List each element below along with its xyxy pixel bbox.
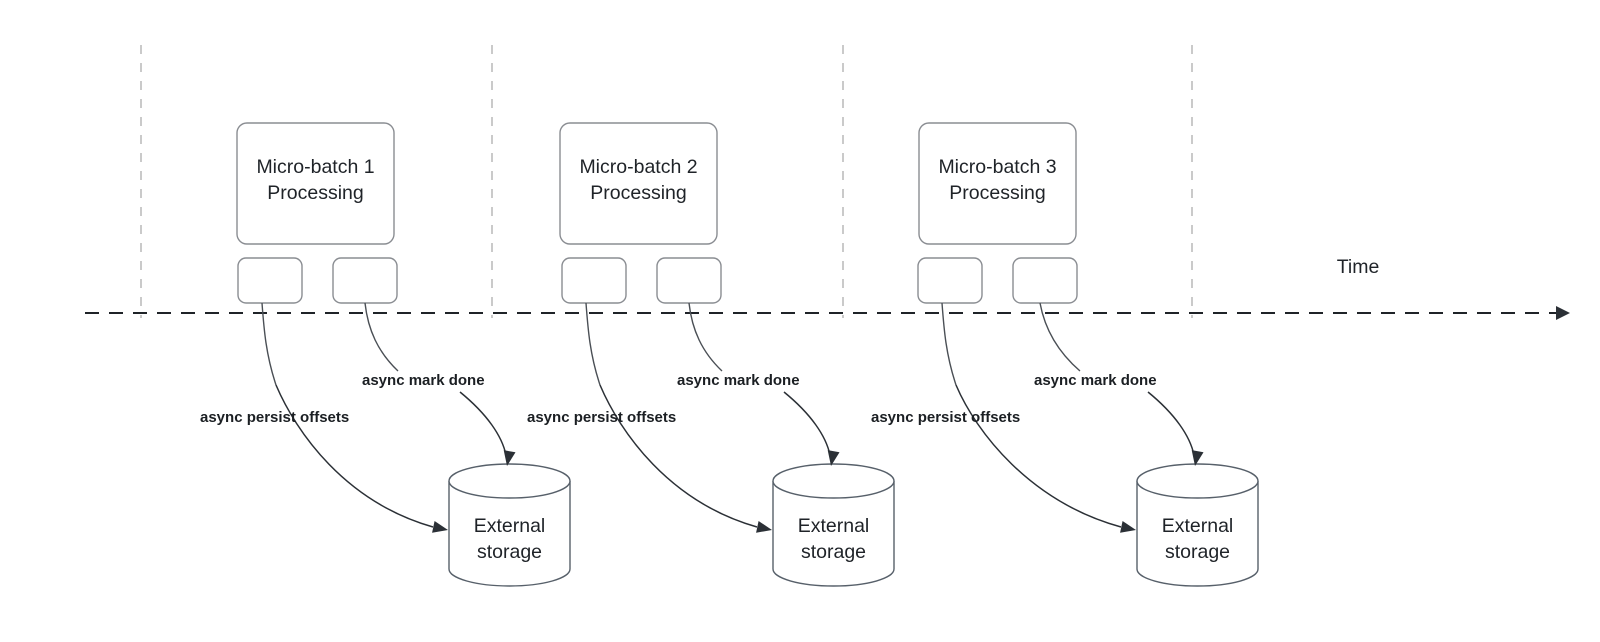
timeline-label-layer: Time (1337, 256, 1380, 278)
external-storage-cylinder-top (1136, 463, 1259, 499)
edge-persist-offsets-curve (599, 384, 758, 528)
edge-mark-done-curve (783, 391, 831, 456)
micro-batch-label-line2: Processing (590, 182, 686, 204)
edge-mark-done-label: async mark done (362, 372, 485, 389)
task-box-markdone[interactable] (656, 257, 722, 304)
micro-batch-processing-box[interactable] (236, 122, 395, 245)
edge-persist-offsets-stem (261, 302, 277, 386)
external-storage-label-line1: External (474, 515, 546, 537)
edge-persist-offsets-arrowhead (432, 521, 448, 533)
edge-persist-offsets-arrowhead (756, 521, 772, 533)
edge-mark-done-stem (364, 302, 399, 372)
external-storage-label-line2: storage (801, 541, 866, 563)
micro-batch-label-line1: Micro-batch 1 (256, 156, 374, 178)
edge-mark-done-label: async mark done (1034, 372, 1157, 389)
external-storage-label-line1: External (1162, 515, 1234, 537)
external-storage-cylinder-body[interactable] (1136, 481, 1259, 587)
edge-persist-offsets-curve (275, 384, 434, 528)
task-box-markdone[interactable] (1012, 257, 1078, 304)
timeline-arrowhead (1556, 306, 1570, 320)
edge-persist-offsets-curve (955, 384, 1122, 528)
edge-persist-offsets-label: async persist offsets (527, 409, 676, 426)
micro-batch-label-line1: Micro-batch 3 (938, 156, 1056, 178)
timeline-axis (85, 306, 1570, 320)
external-storage-label-line2: storage (1165, 541, 1230, 563)
external-storage-cylinder-top (772, 463, 895, 499)
external-storage-label-line2: storage (477, 541, 542, 563)
edge-mark-done-arrowhead (827, 450, 840, 466)
edge-mark-done-stem (1039, 302, 1081, 372)
edge-mark-done-arrowhead (1191, 450, 1204, 466)
edge-mark-done-arrowhead (503, 450, 516, 466)
external-storage-cylinder-top (448, 463, 571, 499)
external-storage-cylinder-body[interactable] (772, 481, 895, 587)
edge-mark-done-curve (1147, 391, 1195, 456)
task-box-markdone[interactable] (332, 257, 398, 304)
micro-batch-label-line1: Micro-batch 2 (579, 156, 697, 178)
edge-persist-offsets-label: async persist offsets (871, 409, 1020, 426)
external-storage-cylinder-body[interactable] (448, 481, 571, 587)
edge-persist-offsets-stem (941, 302, 957, 386)
edge-mark-done-stem (688, 302, 723, 372)
edge-persist-offsets-stem (585, 302, 601, 386)
micro-batch-label-line2: Processing (267, 182, 363, 204)
timeline-label: Time (1337, 256, 1380, 278)
external-storage-label-line1: External (798, 515, 870, 537)
task-box-offsets[interactable] (917, 257, 983, 304)
micro-batch-label-line2: Processing (949, 182, 1045, 204)
task-box-offsets[interactable] (237, 257, 303, 304)
micro-batch-processing-box[interactable] (918, 122, 1077, 245)
micro-batch-processing-box[interactable] (559, 122, 718, 245)
edge-persist-offsets-arrowhead (1120, 521, 1136, 533)
edge-mark-done-curve (459, 391, 507, 456)
task-box-offsets[interactable] (561, 257, 627, 304)
edge-persist-offsets-label: async persist offsets (200, 409, 349, 426)
edge-mark-done-label: async mark done (677, 372, 800, 389)
